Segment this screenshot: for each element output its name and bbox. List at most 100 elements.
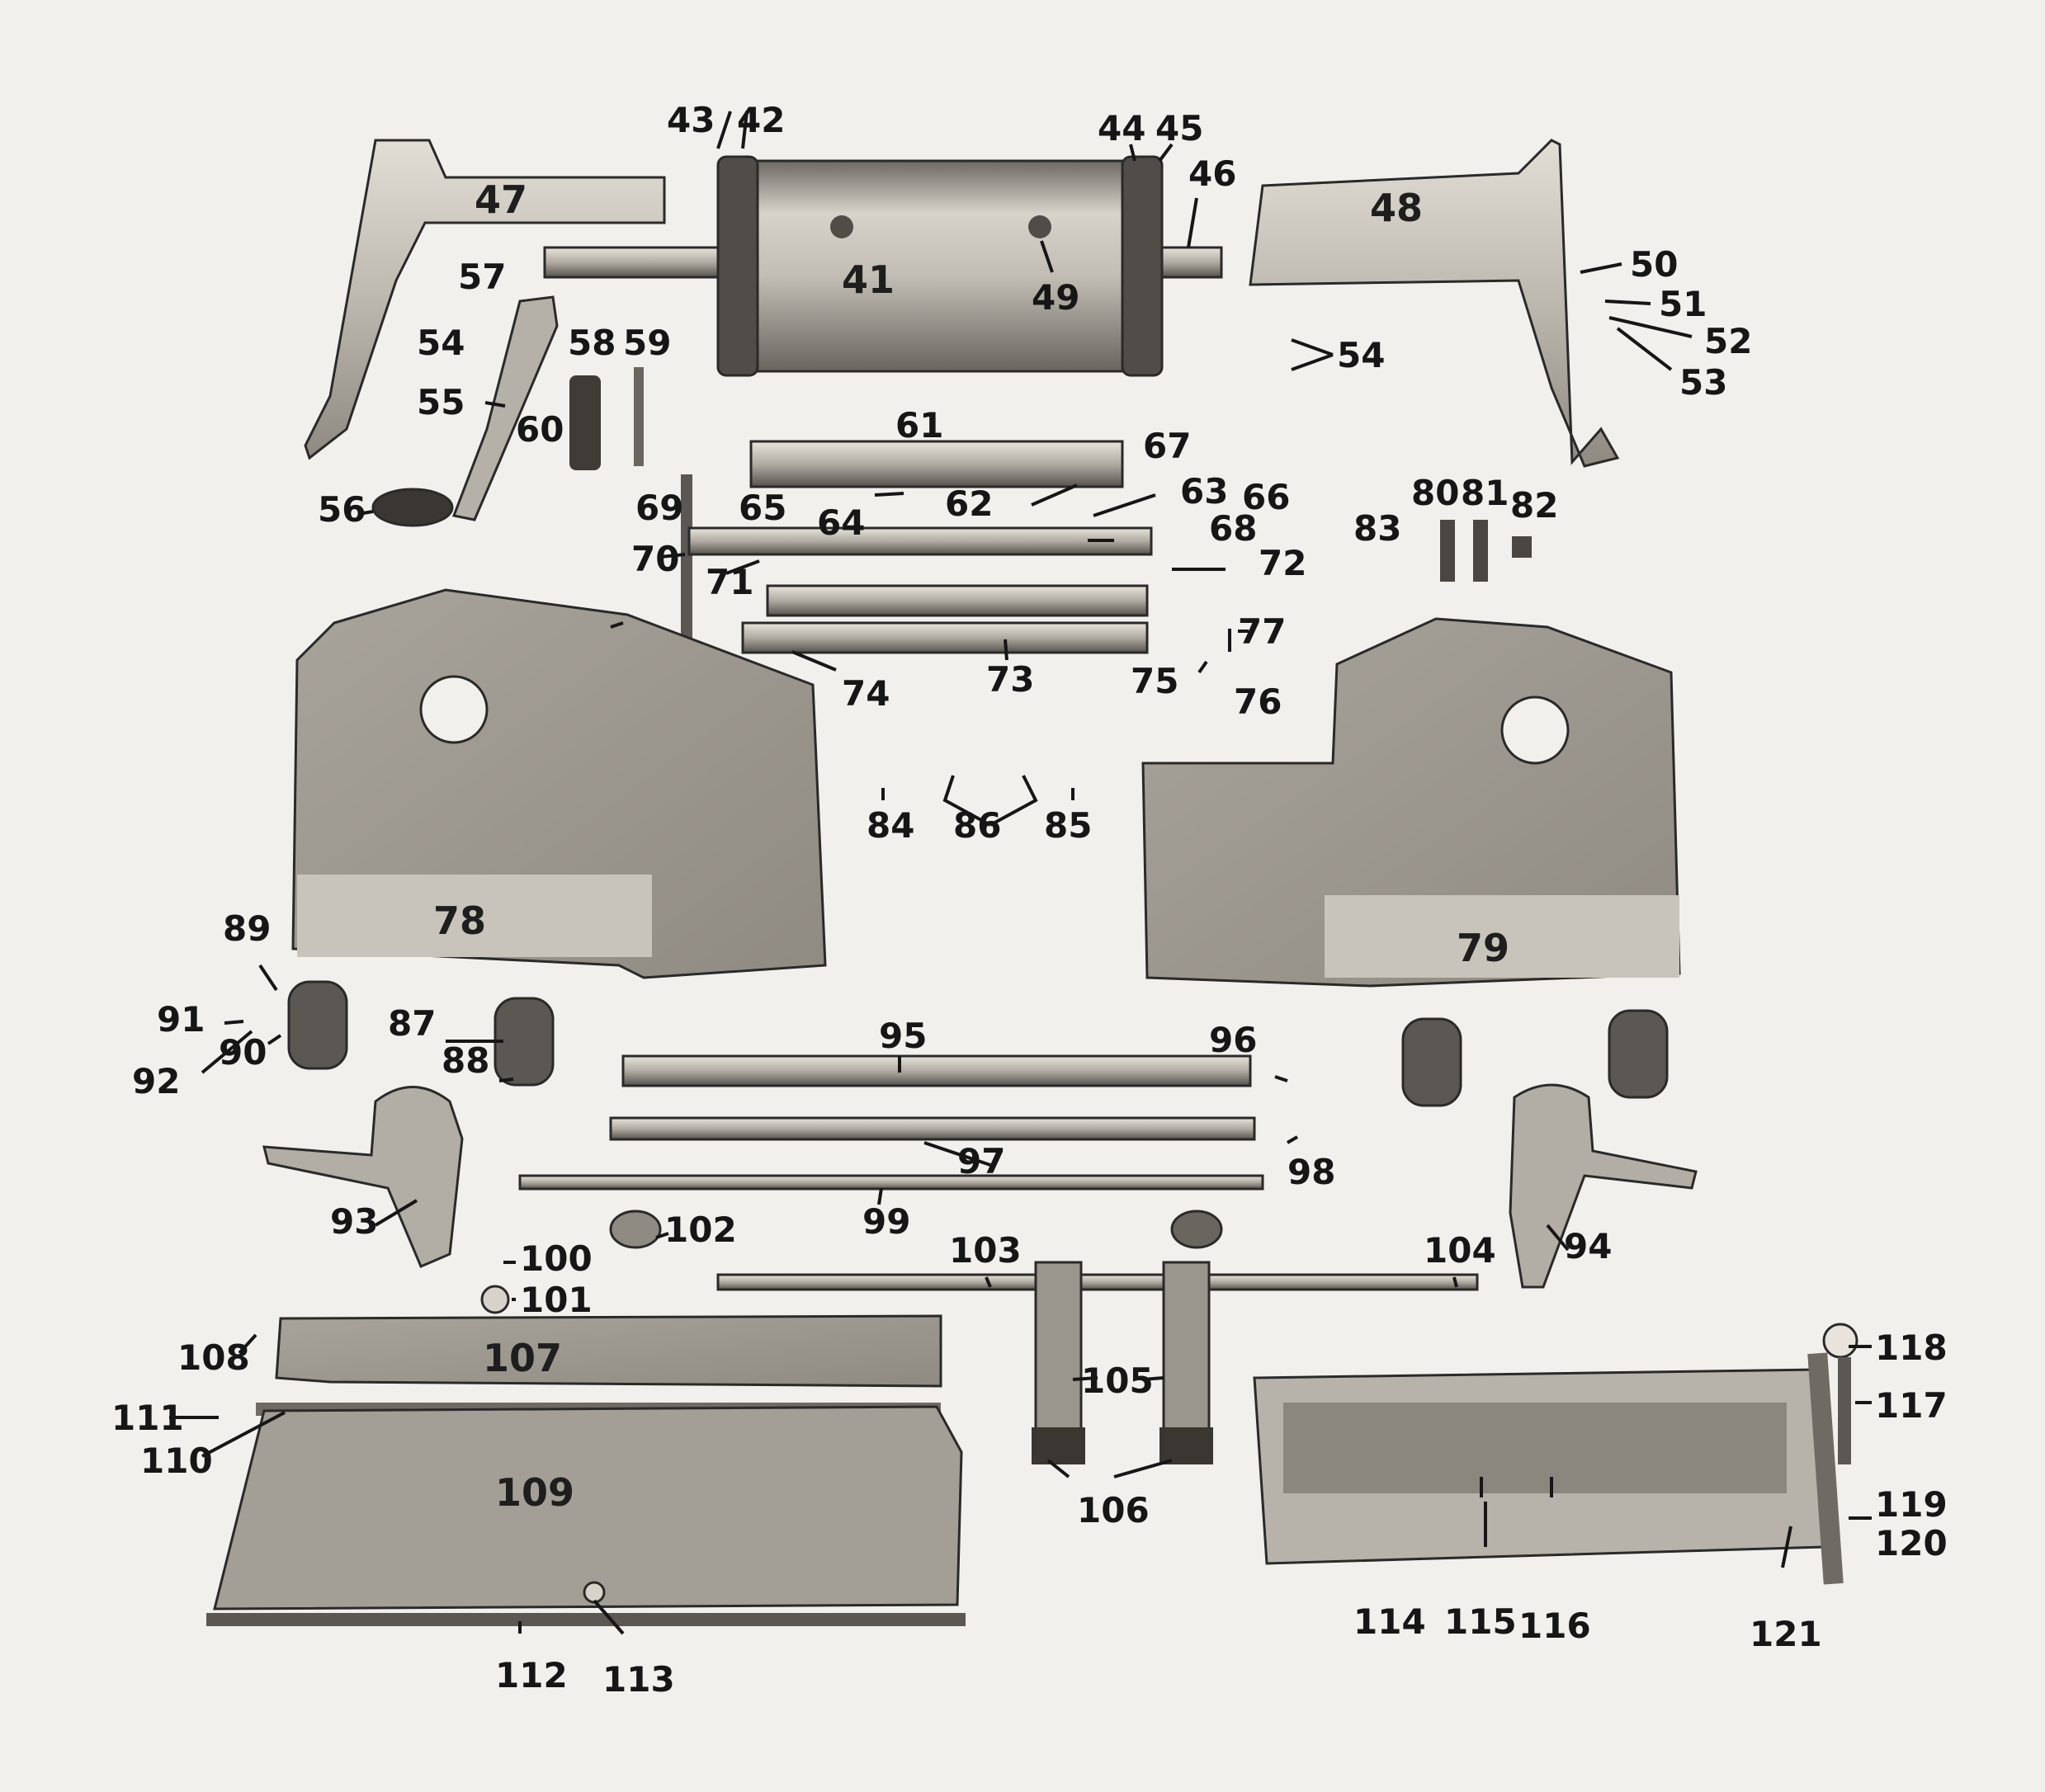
plate-79-bore (1500, 696, 1570, 765)
leader-lines (169, 111, 1872, 1635)
label-64: 64 (817, 502, 865, 543)
bar-61 (749, 440, 1124, 488)
side-bracket-48 (1249, 139, 1620, 468)
label-52: 52 (1704, 321, 1752, 361)
cover-109 (213, 1405, 963, 1610)
label-81: 81 (1461, 473, 1509, 513)
cam-93 (262, 1086, 464, 1268)
nut-102b (1170, 1210, 1223, 1249)
label-53: 53 (1679, 362, 1727, 403)
crank-handle-56 (371, 488, 454, 527)
roller-screw-49 (1028, 215, 1051, 238)
label-60: 60 (516, 409, 564, 450)
label-67: 67 (1143, 426, 1191, 466)
rod-74 (741, 621, 1149, 654)
label-99: 99 (862, 1201, 910, 1242)
key-80 (1440, 520, 1455, 582)
label-74: 74 (842, 673, 890, 714)
label-104: 104 (1424, 1230, 1496, 1271)
label-72: 72 (1259, 543, 1306, 583)
label-102: 102 (664, 1210, 737, 1250)
label-54-left: 54 (417, 323, 465, 363)
label-55: 55 (417, 382, 465, 422)
label-78: 78 (433, 898, 486, 943)
clip-58 (569, 375, 601, 470)
label-88: 88 (442, 1040, 489, 1081)
label-80: 80 (1411, 473, 1459, 513)
rod-73 (766, 584, 1149, 617)
foot-106-left (1032, 1427, 1085, 1464)
label-111: 111 (111, 1398, 184, 1438)
label-93: 93 (330, 1201, 378, 1242)
plate-78-bore (419, 675, 489, 744)
part-number-labels: 43 42 44 45 46 47 48 41 49 50 51 52 53 5… (111, 100, 1948, 1700)
label-83: 83 (1353, 508, 1401, 549)
roller-assembly (543, 155, 1223, 377)
label-57: 57 (458, 257, 506, 297)
label-68: 68 (1209, 508, 1257, 549)
shaft-97 (609, 1116, 1256, 1141)
label-66: 66 (1242, 477, 1290, 517)
label-90: 90 (219, 1032, 267, 1073)
label-121: 121 (1750, 1614, 1822, 1654)
label-100: 100 (520, 1238, 593, 1279)
label-58: 58 (568, 323, 616, 363)
label-108: 108 (177, 1337, 250, 1378)
label-62: 62 (945, 483, 993, 524)
label-65: 65 (739, 488, 786, 528)
label-48: 48 (1370, 186, 1423, 230)
knob-118 (1822, 1323, 1858, 1359)
label-44: 44 (1098, 108, 1145, 149)
roller-88b (1401, 1017, 1462, 1107)
knob-101 (480, 1285, 510, 1314)
label-91: 91 (157, 999, 205, 1040)
label-107: 107 (483, 1336, 562, 1380)
label-51: 51 (1659, 284, 1707, 324)
label-84: 84 (867, 805, 914, 846)
plate-78-strip (297, 875, 652, 957)
roller-41 (725, 159, 1141, 373)
label-113: 113 (602, 1659, 675, 1700)
label-70: 70 (631, 539, 679, 579)
label-109: 109 (495, 1470, 574, 1515)
label-61: 61 (895, 405, 943, 446)
nut-82 (1512, 536, 1532, 558)
shaft-99 (518, 1174, 1264, 1191)
tray-end-plate (1807, 1352, 1844, 1585)
roller-87 (287, 980, 348, 1070)
label-101: 101 (520, 1280, 593, 1320)
label-45: 45 (1155, 108, 1203, 149)
strip-112 (206, 1613, 966, 1626)
label-42: 42 (737, 100, 785, 140)
label-79: 79 (1457, 926, 1509, 970)
label-92: 92 (132, 1061, 180, 1101)
label-46: 46 (1188, 153, 1236, 194)
shaft-95 (621, 1054, 1252, 1087)
strip-69 (681, 474, 692, 639)
label-114: 114 (1353, 1601, 1426, 1642)
label-103: 103 (949, 1230, 1022, 1271)
knob-113 (583, 1581, 606, 1604)
label-49: 49 (1032, 277, 1079, 318)
roller-screw (830, 215, 853, 238)
label-118: 118 (1875, 1327, 1948, 1368)
label-76: 76 (1234, 681, 1282, 722)
lever-117 (1838, 1357, 1851, 1464)
tray-roller-115 (1283, 1403, 1787, 1493)
label-105: 105 (1081, 1361, 1154, 1401)
label-47: 47 (475, 177, 527, 222)
roller-87b (1608, 1009, 1669, 1099)
label-97: 97 (957, 1141, 1005, 1181)
label-89: 89 (223, 908, 271, 949)
label-87: 87 (388, 1003, 436, 1044)
plate-79-strip (1325, 895, 1679, 978)
nut-102 (609, 1210, 662, 1249)
label-116: 116 (1518, 1606, 1591, 1646)
label-110: 110 (140, 1441, 213, 1481)
label-86: 86 (953, 805, 1001, 846)
label-41: 41 (842, 257, 895, 302)
foot-106-right (1159, 1427, 1213, 1464)
shaft-103 (716, 1273, 1479, 1291)
roller-88 (494, 997, 555, 1087)
